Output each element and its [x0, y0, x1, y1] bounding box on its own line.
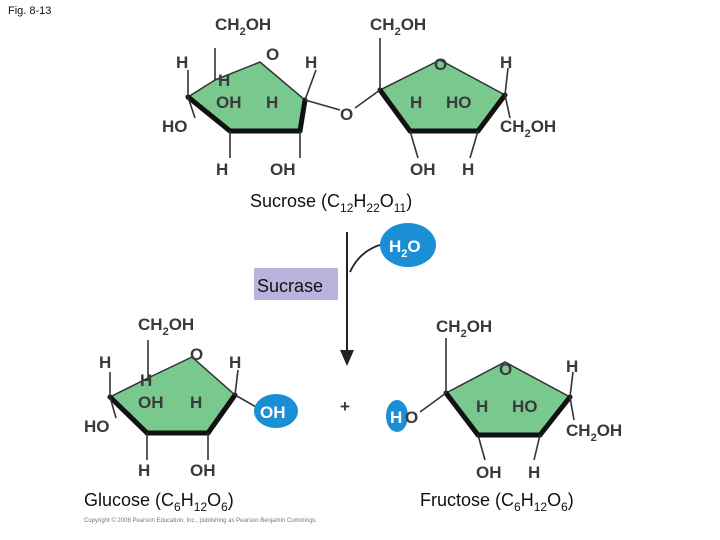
- glucose-caption: Glucose (C6H12O6): [84, 490, 234, 514]
- sucrose-glc-h-label: H: [305, 53, 317, 72]
- fructose-o-label: O: [405, 408, 418, 427]
- enzyme-box: [254, 268, 338, 300]
- sucrose-fru-h-label: H: [410, 93, 422, 112]
- sucrose-caption: Sucrose (C12H22O11): [250, 191, 412, 215]
- sucrose-fru-ho-label: HO: [446, 93, 472, 112]
- fructose-ch2oh-label: CH2OH: [566, 421, 622, 444]
- fructose-h-label: H: [566, 357, 578, 376]
- sucrose-fru-oh-label: OH: [410, 160, 436, 179]
- fructose-oh-label: OH: [476, 463, 502, 482]
- svg-text:H: H: [390, 408, 402, 427]
- fructose-ring: [419, 338, 575, 461]
- fructose-h-label: H: [528, 463, 540, 482]
- figure-label: Fig. 8-13: [8, 5, 51, 17]
- sucrose-fru-ch2oh-label: CH2OH: [370, 15, 426, 38]
- fructose-ring-oxygen: O: [499, 360, 512, 379]
- glucose-h-label: H: [190, 393, 202, 412]
- fructose-caption: Fructose (C6H12O6): [420, 490, 574, 514]
- sucrose-fru-ring-oxygen: O: [434, 55, 447, 74]
- sucrose-glucose-ring: [185, 48, 341, 158]
- fructose-ho-label: HO: [512, 397, 538, 416]
- fructose-ch2oh-label: CH2OH: [436, 317, 492, 340]
- sucrose-fructose-ring: [354, 38, 511, 159]
- water-derived-oh: OH: [254, 394, 298, 428]
- glycosidic-oxygen: O: [340, 105, 353, 124]
- glucose-h-label: H: [99, 353, 111, 372]
- sucrose-glc-oh-label: OH: [270, 160, 296, 179]
- glucose-oh-label: OH: [190, 461, 216, 480]
- glucose-oh-label: OH: [138, 393, 164, 412]
- sucrose-fru-h-label: H: [462, 160, 474, 179]
- sucrose-glc-h-label: H: [176, 53, 188, 72]
- sucrose-glc-h-label: H: [266, 93, 278, 112]
- sucrose-glc-ring-oxygen: O: [266, 45, 279, 64]
- copyright-text: Copyright © 2008 Pearson Education, Inc.…: [84, 517, 318, 524]
- sucrose-glc-ch2oh-label: CH2OH: [215, 15, 271, 38]
- water-molecule: H2O: [380, 223, 436, 267]
- water-label: H2O: [389, 237, 421, 260]
- enzyme-label: Sucrase: [257, 276, 323, 296]
- glucose-h-label: H: [140, 371, 152, 390]
- glucose-ring: [107, 340, 259, 460]
- water-derived-h: H: [386, 400, 408, 432]
- sucrose-fru-h-label: H: [500, 53, 512, 72]
- glucose-h-label: H: [138, 461, 150, 480]
- fructose-h-label: H: [476, 397, 488, 416]
- plus-sign: +: [340, 397, 350, 416]
- svg-text:OH: OH: [260, 403, 286, 422]
- glucose-ring-oxygen: O: [190, 345, 203, 364]
- sucrose-glc-ho-label: HO: [162, 117, 188, 136]
- glucose-h-label: H: [229, 353, 241, 372]
- sucrose-fru-ch2oh-label: CH2OH: [500, 117, 556, 140]
- reaction-arrow: [340, 232, 384, 366]
- sucrose-glc-h-label: H: [216, 160, 228, 179]
- glucose-ho-label: HO: [84, 417, 110, 436]
- sucrose-glc-h-label: H: [218, 71, 230, 90]
- glucose-ch2oh-label: CH2OH: [138, 315, 194, 338]
- sucrose-glc-oh-label: OH: [216, 93, 242, 112]
